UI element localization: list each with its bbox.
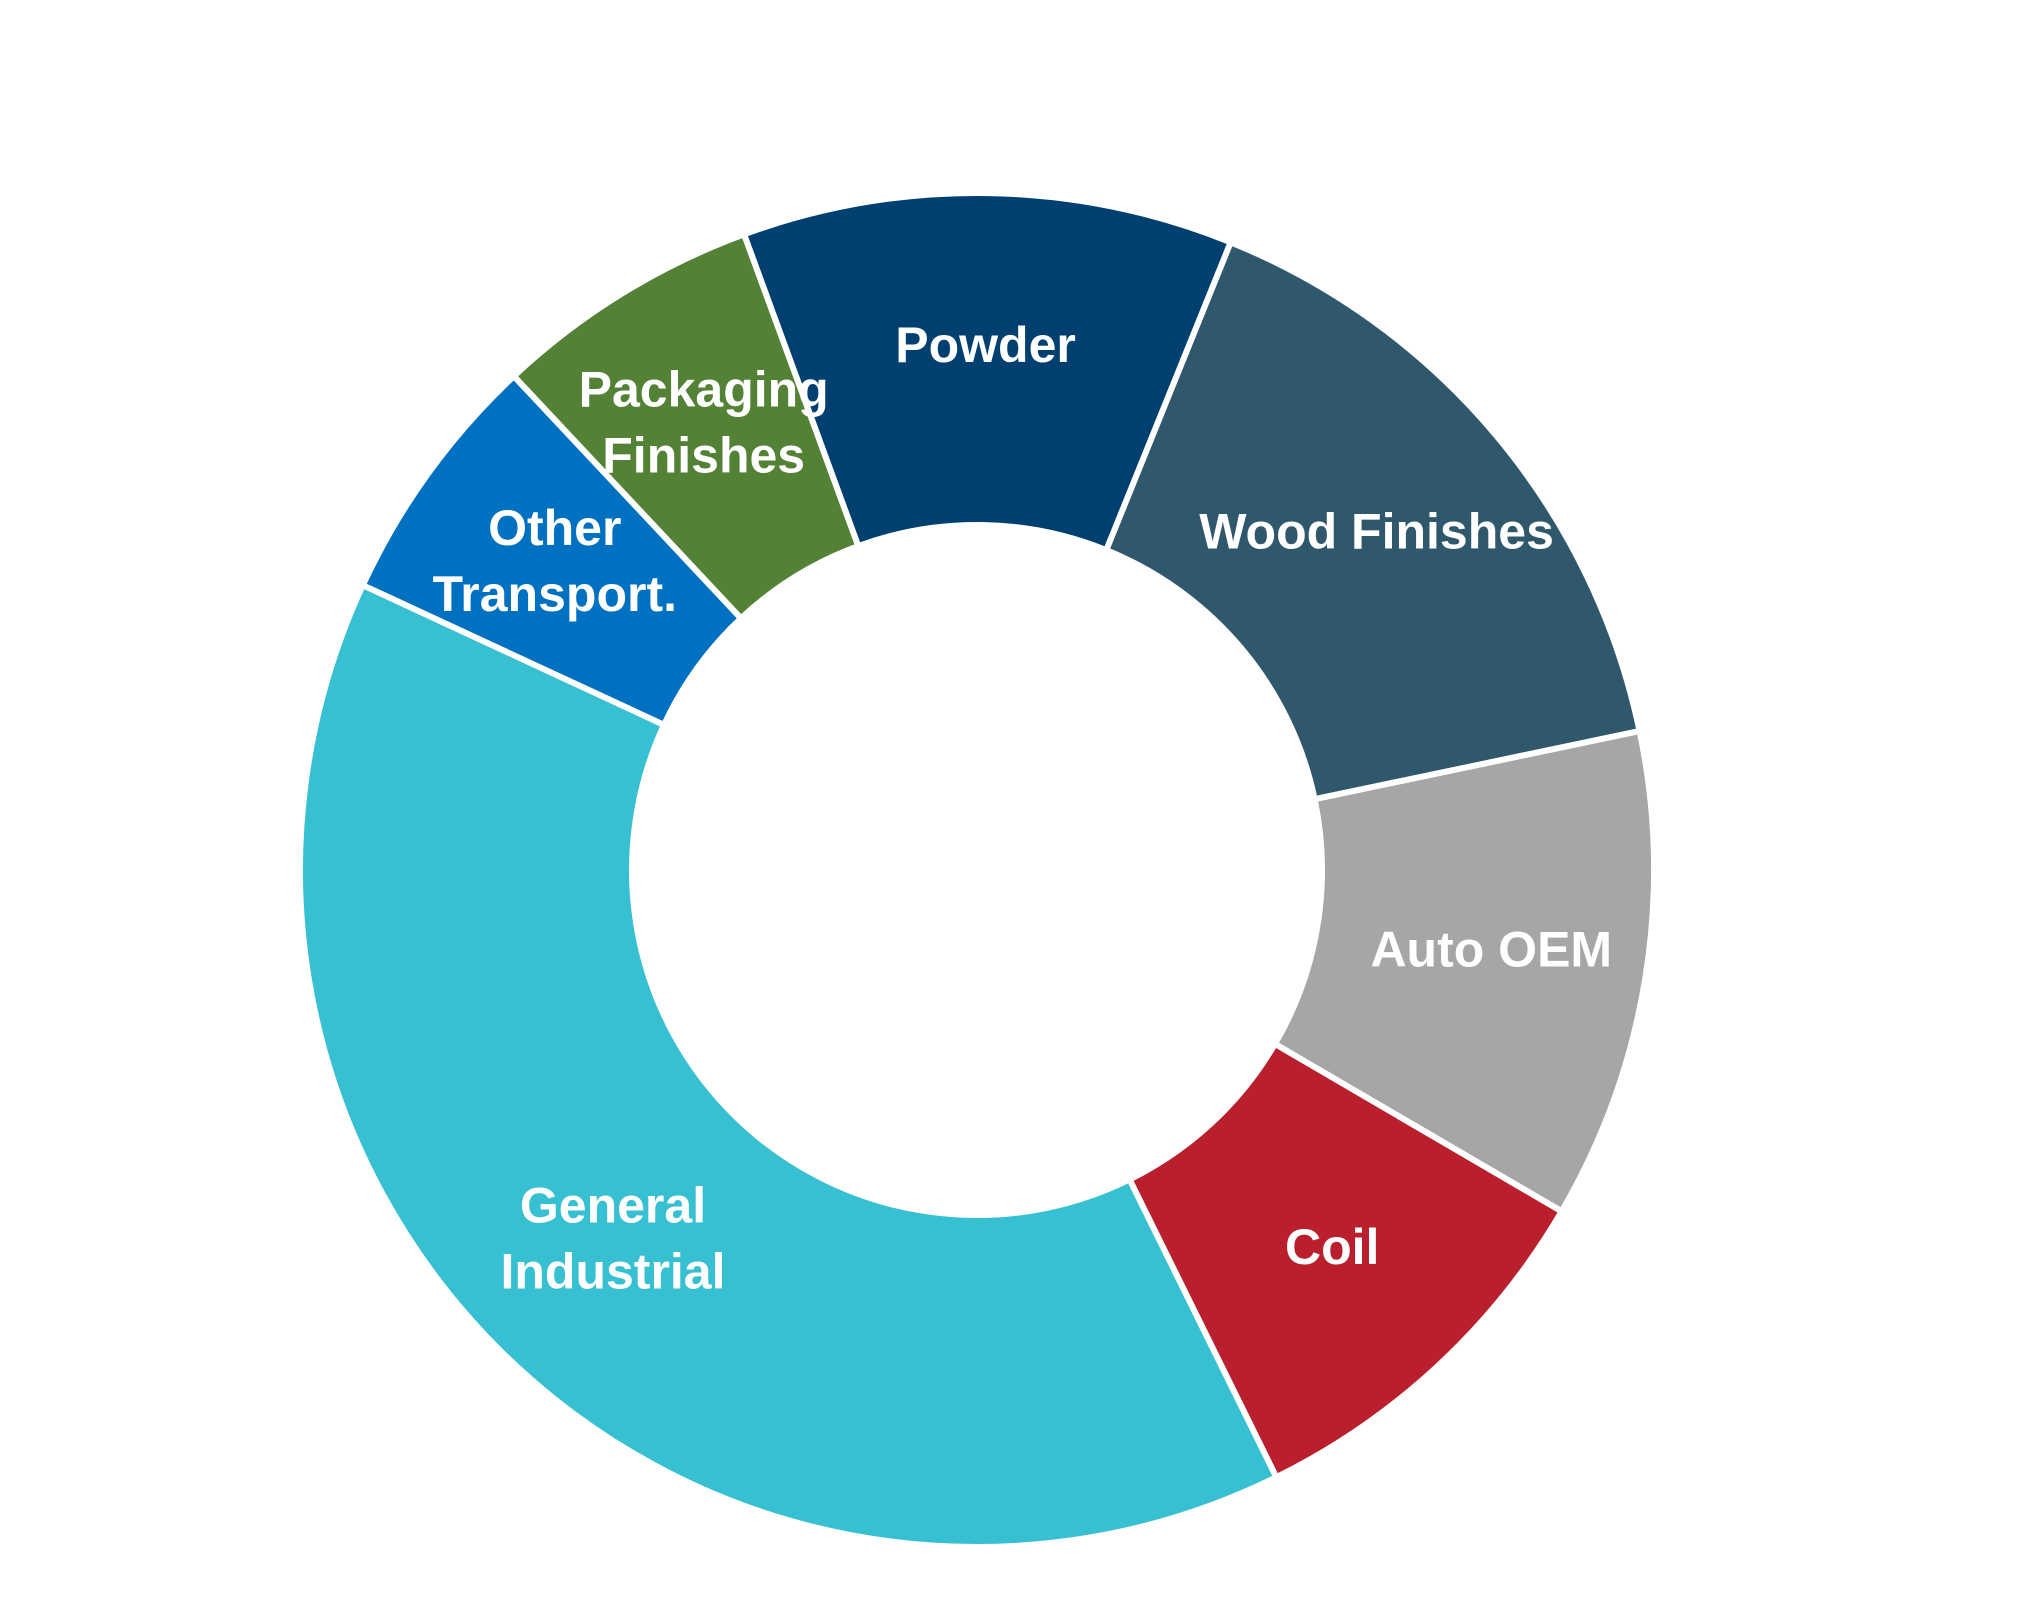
slice-label-line: Other <box>488 500 621 556</box>
slice-label-line: Packaging <box>579 362 829 418</box>
slice-label-line: Coil <box>1285 1219 1379 1275</box>
slice-powder <box>740 190 1235 555</box>
slices-layer <box>297 190 1657 1550</box>
slice-label-line: Transport. <box>433 566 677 622</box>
slice-label-line: Powder <box>895 317 1076 373</box>
slice-label-wood-finishes: Wood Finishes <box>1199 504 1554 560</box>
slice-coil <box>1125 1039 1566 1482</box>
slice-label-coil: Coil <box>1285 1219 1379 1275</box>
slice-label-line: Finishes <box>602 428 805 484</box>
slice-label-line: Wood Finishes <box>1199 504 1554 560</box>
slice-label-auto-oem: Auto OEM <box>1370 922 1612 978</box>
slice-general-industrial <box>297 581 1281 1550</box>
slice-label-line: Auto OEM <box>1370 922 1612 978</box>
slice-label-powder: Powder <box>895 317 1076 373</box>
slice-label-line: General <box>520 1178 706 1234</box>
slice-auto-oem <box>1270 727 1657 1216</box>
slice-wood-finishes <box>1102 238 1644 803</box>
slice-label-line: Industrial <box>500 1244 725 1300</box>
